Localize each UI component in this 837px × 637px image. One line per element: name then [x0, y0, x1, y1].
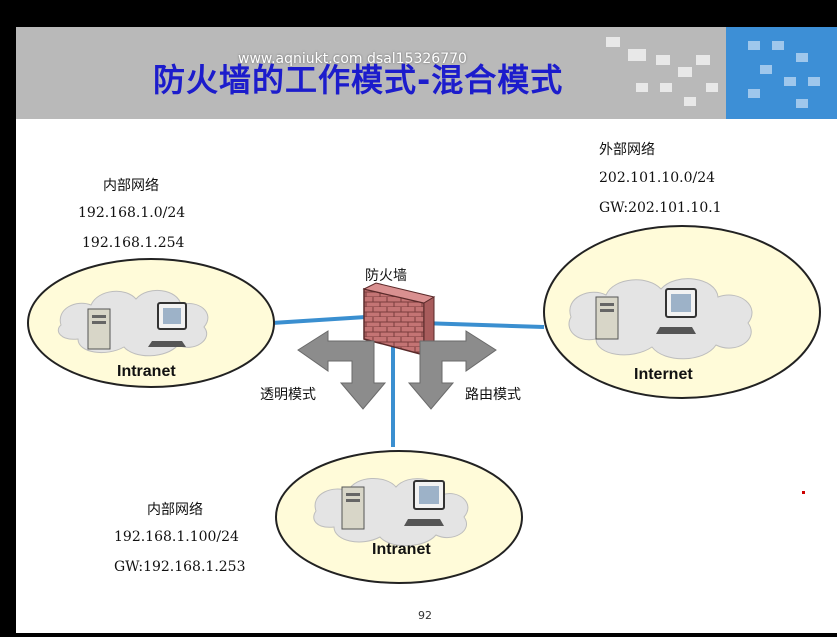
link-lines	[271, 315, 545, 447]
right-network-subnet: 202.101.10.0/24	[599, 170, 716, 186]
decor-tile	[796, 99, 808, 108]
server-icon	[595, 296, 619, 340]
left-network-gateway: 192.168.1.254	[82, 235, 185, 251]
bottom-network-gateway: GW:192.168.1.253	[114, 559, 246, 575]
decor-tile	[748, 89, 760, 98]
decor-tile	[706, 83, 718, 92]
bottom-network-heading: 内部网络	[147, 502, 203, 518]
decor-tile	[660, 83, 672, 92]
slide-title: 防火墙的工作模式-混合模式	[153, 61, 564, 99]
right-network-gateway: GW:202.101.10.1	[599, 200, 722, 216]
left-network-cloud-label: Intranet	[117, 363, 176, 380]
decor-tile	[748, 41, 760, 50]
network-diagram	[27, 225, 821, 584]
decor-tile	[606, 37, 620, 47]
right-network-heading: 外部网络	[599, 142, 655, 158]
watermark-text: www.aqniukt.com dsal15326770	[238, 51, 467, 67]
decor-tile	[684, 97, 696, 106]
transparent-mode-arrow	[297, 330, 387, 410]
left-network-heading: 内部网络	[103, 178, 159, 194]
decor-tile	[678, 67, 692, 77]
server-icon	[87, 308, 111, 350]
link-right	[420, 321, 545, 329]
right-network	[543, 225, 821, 399]
left-network-subnet: 192.168.1.0/24	[78, 205, 186, 221]
routing-mode-label: 路由模式	[465, 387, 521, 403]
decor-tile	[784, 77, 796, 86]
decor-tile	[760, 65, 772, 74]
stray-dot	[802, 491, 805, 494]
bottom-network-cloud-label: Intranet	[372, 541, 431, 558]
transparent-mode-label: 透明模式	[260, 387, 316, 403]
slide: 防火墙的工作模式-混合模式 www.aqniukt.com dsal153267…	[16, 27, 837, 633]
routing-mode-arrow	[407, 330, 497, 410]
firewall-label: 防火墙	[365, 268, 407, 284]
link-left	[271, 315, 367, 325]
slide-header: 防火墙的工作模式-混合模式 www.aqniukt.com dsal153267…	[16, 27, 837, 119]
header-accent-block	[726, 27, 837, 119]
left-network	[27, 258, 275, 388]
server-icon	[341, 486, 365, 530]
decor-tile	[636, 83, 648, 92]
decor-tile	[796, 53, 808, 62]
bottom-network	[275, 450, 523, 584]
decor-tile	[656, 55, 670, 65]
monitor-icon	[404, 480, 445, 526]
decor-tile	[696, 55, 710, 65]
bottom-network-subnet: 192.168.1.100/24	[114, 529, 239, 545]
monitor-icon	[148, 302, 187, 347]
decor-tile	[628, 49, 646, 61]
decor-tile	[808, 77, 820, 86]
page-number: 92	[418, 609, 432, 622]
right-network-cloud-label: Internet	[634, 366, 693, 383]
decor-tile	[772, 41, 784, 50]
monitor-icon	[656, 288, 697, 334]
